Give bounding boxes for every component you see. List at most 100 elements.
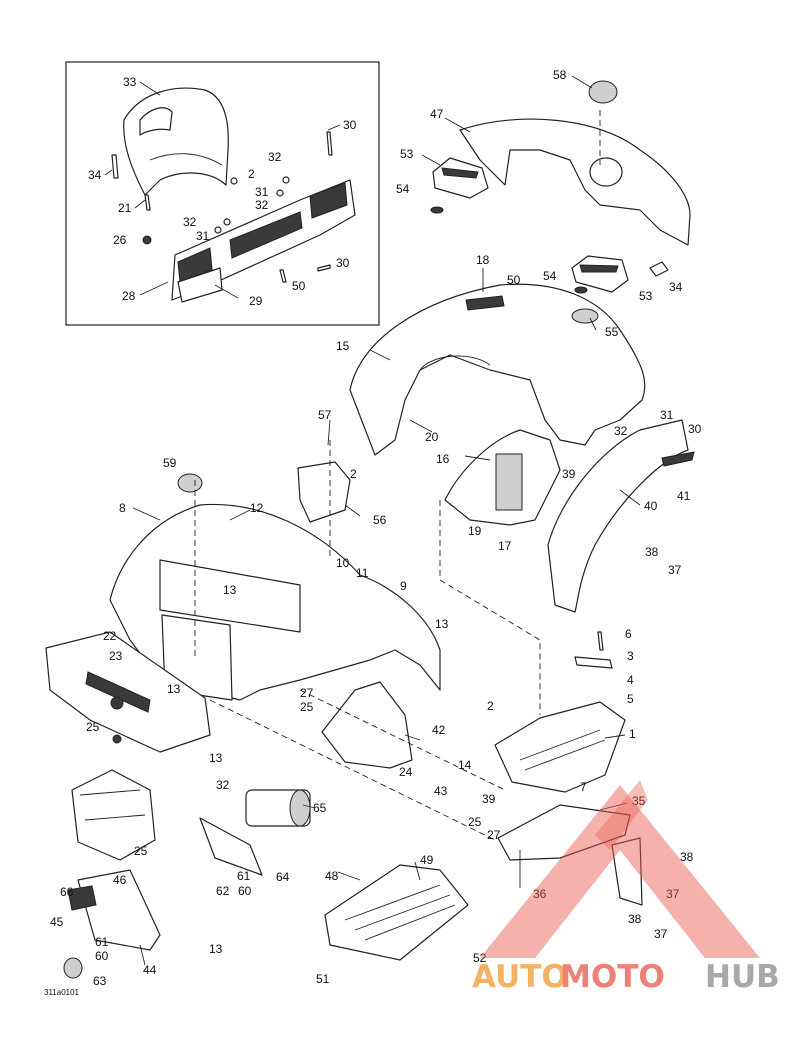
callout-13: 13 bbox=[167, 682, 181, 696]
callout-13: 13 bbox=[209, 751, 223, 765]
callout-32: 32 bbox=[614, 424, 628, 438]
callout-13: 13 bbox=[223, 583, 237, 597]
center-skid-plate bbox=[324, 864, 469, 961]
callout-28: 28 bbox=[122, 289, 136, 303]
callout-53: 53 bbox=[639, 289, 653, 303]
front-skid-plate bbox=[67, 869, 161, 951]
callout-13: 13 bbox=[209, 942, 223, 956]
front-storage-tray bbox=[297, 461, 351, 523]
callout-1: 1 bbox=[629, 727, 636, 741]
callout-60: 60 bbox=[238, 884, 252, 898]
assembly-line-2 bbox=[209, 699, 496, 841]
rear-mudflap bbox=[497, 804, 643, 906]
callout-34: 34 bbox=[669, 280, 683, 294]
callout-60: 60 bbox=[95, 949, 109, 963]
callout-17: 17 bbox=[498, 539, 512, 553]
callout-32: 32 bbox=[216, 778, 230, 792]
callout-29: 29 bbox=[249, 294, 263, 308]
tow-hook bbox=[63, 957, 83, 979]
callout-5: 5 bbox=[627, 692, 634, 706]
callout-50: 50 bbox=[292, 279, 306, 293]
callout-8: 8 bbox=[119, 501, 126, 515]
callout-62: 62 bbox=[216, 884, 230, 898]
callout-23: 23 bbox=[109, 649, 123, 663]
callout-65: 65 bbox=[313, 801, 327, 815]
callout-31: 31 bbox=[196, 229, 210, 243]
callout-49: 49 bbox=[420, 853, 434, 867]
callout-58: 58 bbox=[553, 68, 567, 82]
callout-13: 13 bbox=[435, 617, 449, 631]
winch bbox=[245, 789, 311, 827]
callout-labels: 33 30 34 2 32 31 32 21 32 31 26 30 50 28… bbox=[50, 68, 702, 988]
callout-2: 2 bbox=[350, 467, 357, 481]
callout-38: 38 bbox=[680, 850, 694, 864]
callout-11: 11 bbox=[356, 566, 369, 580]
callout-2: 2 bbox=[248, 167, 255, 181]
callout-25: 25 bbox=[86, 720, 100, 734]
callout-27: 27 bbox=[487, 828, 501, 842]
callout-22: 22 bbox=[103, 629, 117, 643]
callout-31: 31 bbox=[660, 408, 674, 422]
callout-9: 9 bbox=[400, 579, 407, 593]
callout-45: 45 bbox=[50, 915, 64, 929]
watermark-moto: MOTO bbox=[560, 959, 665, 995]
right-footrest bbox=[494, 631, 626, 793]
callout-25: 25 bbox=[468, 815, 482, 829]
inset-grille-panel bbox=[171, 179, 356, 303]
callout-32: 32 bbox=[183, 215, 197, 229]
callout-55: 55 bbox=[605, 325, 619, 339]
callout-57: 57 bbox=[318, 408, 332, 422]
callout-32: 32 bbox=[255, 198, 269, 212]
callout-36: 36 bbox=[533, 887, 547, 901]
callout-61: 61 bbox=[237, 869, 251, 883]
callout-19: 19 bbox=[468, 524, 482, 538]
callout-47: 47 bbox=[430, 107, 444, 121]
watermark-hub: HUB bbox=[705, 959, 780, 995]
front-bumper-guard bbox=[71, 769, 156, 861]
assembly-line-3 bbox=[299, 689, 506, 791]
callout-35: 35 bbox=[632, 794, 646, 808]
callout-37: 37 bbox=[666, 887, 680, 901]
callout-38: 38 bbox=[628, 912, 642, 926]
callout-37: 37 bbox=[668, 563, 682, 577]
callout-14: 14 bbox=[458, 758, 472, 772]
diagram-code: 311a0101 bbox=[44, 988, 80, 997]
callout-43: 43 bbox=[434, 784, 448, 798]
callout-30: 30 bbox=[343, 118, 357, 132]
watermark-auto: AUTO bbox=[472, 959, 568, 995]
callout-10: 10 bbox=[336, 556, 350, 570]
callout-6: 6 bbox=[625, 627, 632, 641]
callout-27: 27 bbox=[300, 686, 314, 700]
callout-44: 44 bbox=[143, 963, 157, 977]
callout-54: 54 bbox=[543, 269, 557, 283]
rear-fender bbox=[349, 283, 646, 456]
leader-lines bbox=[104, 75, 641, 966]
callout-7: 7 bbox=[580, 780, 587, 794]
callout-32: 32 bbox=[268, 150, 282, 164]
callout-30: 30 bbox=[688, 422, 702, 436]
callout-18: 18 bbox=[476, 253, 490, 267]
callout-39: 39 bbox=[482, 792, 496, 806]
callout-54: 54 bbox=[396, 182, 410, 196]
inset-front-cover bbox=[123, 87, 229, 196]
callout-24: 24 bbox=[399, 765, 413, 779]
watermark-triangle bbox=[480, 785, 760, 958]
rear-top-panel bbox=[430, 80, 691, 294]
splash-shield bbox=[321, 681, 413, 769]
callout-30: 30 bbox=[336, 256, 350, 270]
callout-3: 3 bbox=[627, 649, 634, 663]
callout-63: 63 bbox=[93, 974, 107, 988]
callout-50: 50 bbox=[507, 273, 521, 287]
bracket-64 bbox=[199, 817, 263, 876]
callout-34: 34 bbox=[88, 168, 102, 182]
callout-20: 20 bbox=[425, 430, 439, 444]
callout-56: 56 bbox=[373, 513, 387, 527]
inset-frame bbox=[65, 61, 380, 326]
inset-hardware bbox=[111, 131, 333, 283]
callout-41: 41 bbox=[677, 489, 691, 503]
callout-31: 31 bbox=[255, 185, 269, 199]
callout-48: 48 bbox=[325, 869, 339, 883]
callout-25: 25 bbox=[300, 700, 314, 714]
callout-21: 21 bbox=[118, 201, 132, 215]
callout-4: 4 bbox=[627, 673, 634, 687]
